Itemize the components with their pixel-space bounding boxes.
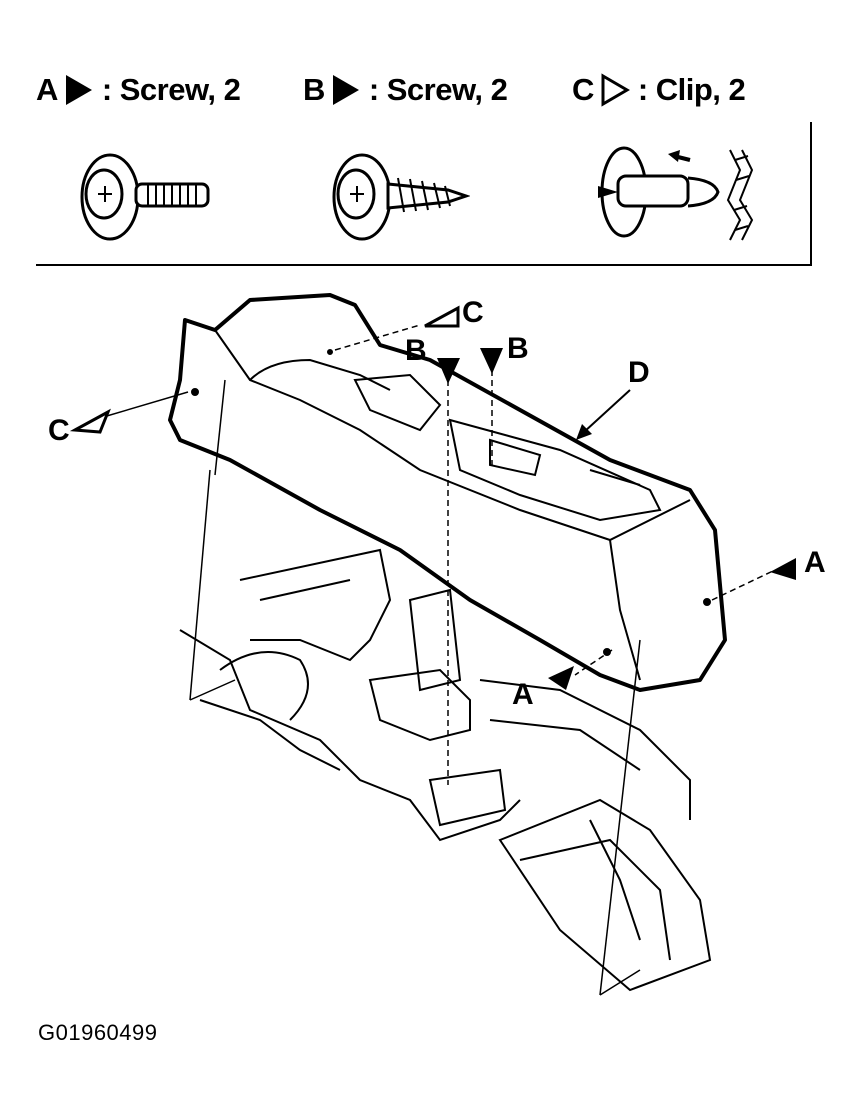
callout-c-left: C: [48, 414, 70, 447]
callout-a-center: A: [512, 678, 534, 711]
fastener-legend: A : Screw, 2 B : Screw, 2 C : Clip, 2: [0, 72, 863, 120]
outline-triangle-icon: [424, 305, 460, 328]
leader-lines: [334, 324, 776, 785]
clip-fastener-icon: [598, 146, 754, 241]
console-details: [191, 329, 711, 681]
filled-triangle-icon: [65, 75, 92, 105]
legend-item-b: B : Screw, 2: [303, 72, 508, 108]
legend-item-a: A : Screw, 2: [36, 72, 241, 108]
callout-a-right: A: [804, 546, 826, 579]
floor-assembly: [179, 548, 712, 992]
projection-lines: [99, 379, 641, 996]
filled-triangle-icon: [548, 666, 574, 690]
callout-d-arrow: [576, 389, 631, 440]
fastener-illustration-box: [36, 122, 812, 266]
legend-text: Clip, 2: [655, 72, 746, 107]
outline-triangle-icon: [69, 408, 111, 434]
legend-text: Screw, 2: [119, 72, 241, 107]
legend-item-c: C : Clip, 2: [572, 72, 746, 108]
callout-d: D: [628, 356, 650, 389]
tapping-screw-icon: [332, 153, 470, 241]
filled-triangle-icon: [480, 348, 503, 374]
legend-text: Screw, 2: [386, 72, 508, 107]
console-exploded-view: [69, 293, 796, 996]
filled-triangle-icon: [437, 358, 460, 384]
legend-key: A: [36, 72, 58, 107]
filled-triangle-icon: [770, 558, 796, 580]
legend-separator: :: [637, 72, 648, 107]
callout-c-top: C: [462, 296, 484, 329]
legend-separator: :: [101, 72, 112, 107]
outline-triangle-icon: [601, 73, 630, 107]
filled-triangle-icon: [332, 75, 359, 105]
legend-separator: :: [368, 72, 379, 107]
callout-b-left: B: [405, 334, 427, 367]
callout-b-right: B: [507, 332, 529, 365]
legend-key: C: [572, 72, 594, 107]
figure-code: G01960499: [38, 1020, 158, 1045]
machine-screw-icon: [80, 153, 210, 241]
legend-key: B: [303, 72, 325, 107]
